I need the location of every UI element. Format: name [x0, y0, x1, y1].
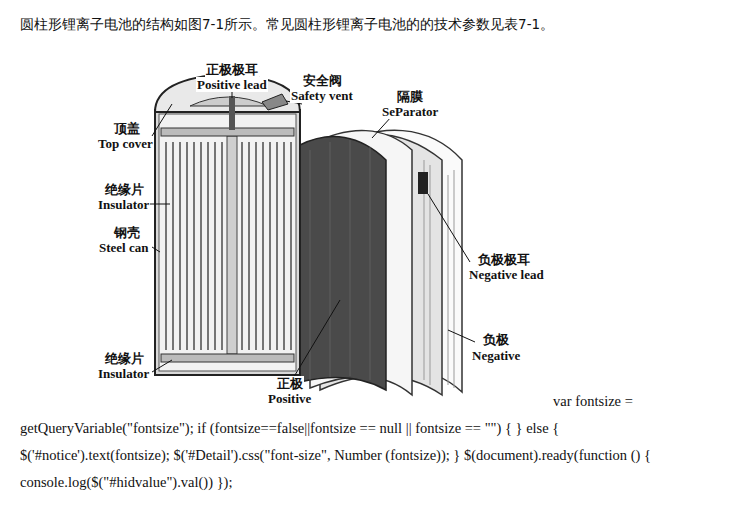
part-label-cn: 负极 — [482, 332, 510, 347]
part-label-en: Safety vent — [290, 88, 354, 103]
part-label-en: Steel can — [98, 240, 149, 255]
part-label-en: Negative lead — [468, 267, 545, 282]
code-text: var fontsize = getQueryVariable("fontsiz… — [20, 388, 710, 496]
part-label-cn: 正极 — [276, 376, 304, 391]
part-label-cn: 绝缘片 — [104, 351, 145, 366]
part-label-cn: 隔膜 — [396, 89, 424, 104]
part-label-en: Insulator — [97, 366, 150, 381]
part-label-cn: 负极极耳 — [477, 252, 531, 267]
part-label-en: Positive lead — [196, 77, 268, 92]
part-label-en: SeParator — [381, 104, 439, 119]
part-label-en: Negative — [471, 348, 521, 363]
part-label-en: Positive — [267, 391, 312, 406]
part-label-en: Top cover — [97, 136, 154, 151]
part-label-cn: 安全阀 — [302, 73, 343, 88]
part-label-cn: 钢壳 — [113, 225, 141, 240]
part-label-cn: 正极极耳 — [205, 62, 259, 77]
part-label-cn: 顶盖 — [113, 121, 141, 136]
part-label-en: Insulator — [97, 197, 150, 212]
title-text: 圆柱形锂离子电池的结构如图7-1所示。常见圆柱形锂离子电池的的技术参数见表7-1… — [20, 15, 554, 33]
part-label-cn: 绝缘片 — [104, 182, 145, 197]
